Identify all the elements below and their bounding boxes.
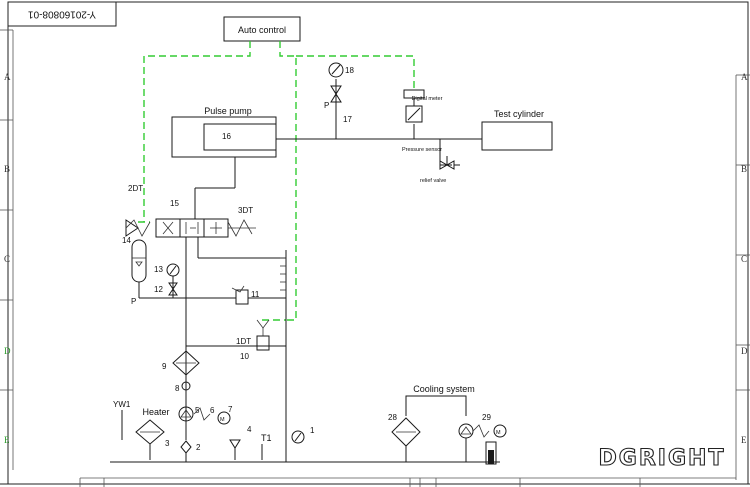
relief-valve-label: relief valve (420, 178, 446, 184)
label-11: 11 (251, 290, 260, 299)
label-6: 6 (210, 406, 215, 415)
label-3: 3 (165, 439, 170, 448)
row-marker-a-right: A (741, 72, 748, 82)
valve-10: 1DT 10 (186, 319, 286, 361)
auto-control: Auto control (223, 16, 301, 42)
cooling-system-label: Cooling system (413, 384, 475, 394)
label-9: 9 (162, 362, 167, 371)
signal-3dt: 3DT (238, 206, 253, 215)
yw1-label: YW1 (113, 400, 131, 409)
signal-2dt: 2DT (128, 184, 143, 193)
label-18: 18 (345, 66, 354, 75)
row-marker-d-right: D (741, 346, 748, 356)
pulse-pump-label: Pulse pump (204, 106, 252, 116)
brand-logo: DGRIGHT (599, 446, 726, 471)
label-2: 2 (196, 443, 201, 452)
drawing-code-box: Y-20160808-01 (7, 1, 117, 27)
gauge-18: 18 P 17 (324, 62, 354, 124)
label-15: 15 (170, 199, 179, 208)
signal-1dt: 1DT (236, 337, 251, 346)
auto-control-label: Auto control (238, 25, 286, 35)
digital-meter: Digital meter Pressure sensor (402, 89, 443, 153)
check-valve-8: 8 (175, 381, 191, 393)
row-marker-b: B (4, 164, 10, 174)
label-8: 8 (175, 384, 180, 393)
label-4: 4 (247, 425, 252, 434)
manifold-block (280, 250, 287, 440)
label-13: 13 (154, 265, 163, 274)
row-marker-d: D (4, 346, 11, 356)
heater-3: YW1 Heater 3 (113, 400, 170, 460)
row-marker-a: A (4, 72, 11, 82)
temperature-sensor-t1: T1 (261, 433, 272, 460)
filter-2: 2 (180, 440, 201, 454)
label-28: 28 (388, 413, 397, 422)
label-16: 16 (222, 132, 231, 141)
row-markers-left: A B C D E (4, 72, 11, 445)
row-marker-b-right: B (741, 164, 747, 174)
label-7: 7 (228, 405, 233, 414)
test-cylinder-label: Test cylinder (494, 109, 544, 119)
motor-label-7: M (220, 417, 225, 423)
gauge-1: 1 (291, 426, 315, 444)
row-markers-right: A B C D E (741, 72, 748, 445)
component-4: 4 (229, 425, 252, 460)
accumulator-14: 14 P (122, 236, 236, 306)
motor-label-29: M (496, 430, 501, 436)
label-17: 17 (343, 115, 352, 124)
label-1: 1 (310, 426, 315, 435)
row-marker-c: C (4, 254, 10, 264)
pump-motor-group: 5 6 M 7 (178, 405, 233, 425)
valve-11: 11 (231, 285, 286, 305)
row-marker-e: E (4, 435, 10, 445)
control-signal-lines (138, 41, 415, 321)
pulse-pump: Pulse pump 16 (171, 106, 277, 189)
label-29: 29 (482, 413, 491, 422)
test-cylinder: Test cylinder (481, 109, 553, 151)
tank-line (110, 440, 500, 463)
label-10: 10 (240, 352, 249, 361)
heater-label: Heater (142, 407, 169, 417)
t1-label: T1 (261, 433, 272, 443)
relief-valve: relief valve (420, 156, 460, 184)
label-14: 14 (122, 236, 131, 245)
gauge-13: 13 12 (154, 263, 180, 298)
digital-meter-label: Digital meter (412, 96, 443, 102)
drawing-code: Y-20160808-01 (28, 8, 96, 19)
port-p-lower: P (131, 297, 136, 306)
row-marker-c-right: C (741, 254, 747, 264)
cooling-system: Cooling system 28 29 M (388, 384, 507, 465)
pressure-line (276, 79, 482, 166)
port-p-upper: P (324, 101, 329, 110)
pressure-sensor-label: Pressure sensor (402, 147, 442, 153)
row-marker-e-right: E (741, 435, 747, 445)
filter-9: 9 (162, 350, 200, 376)
directional-valve-15: 2DT 15 3DT (125, 184, 286, 440)
label-12: 12 (154, 285, 163, 294)
